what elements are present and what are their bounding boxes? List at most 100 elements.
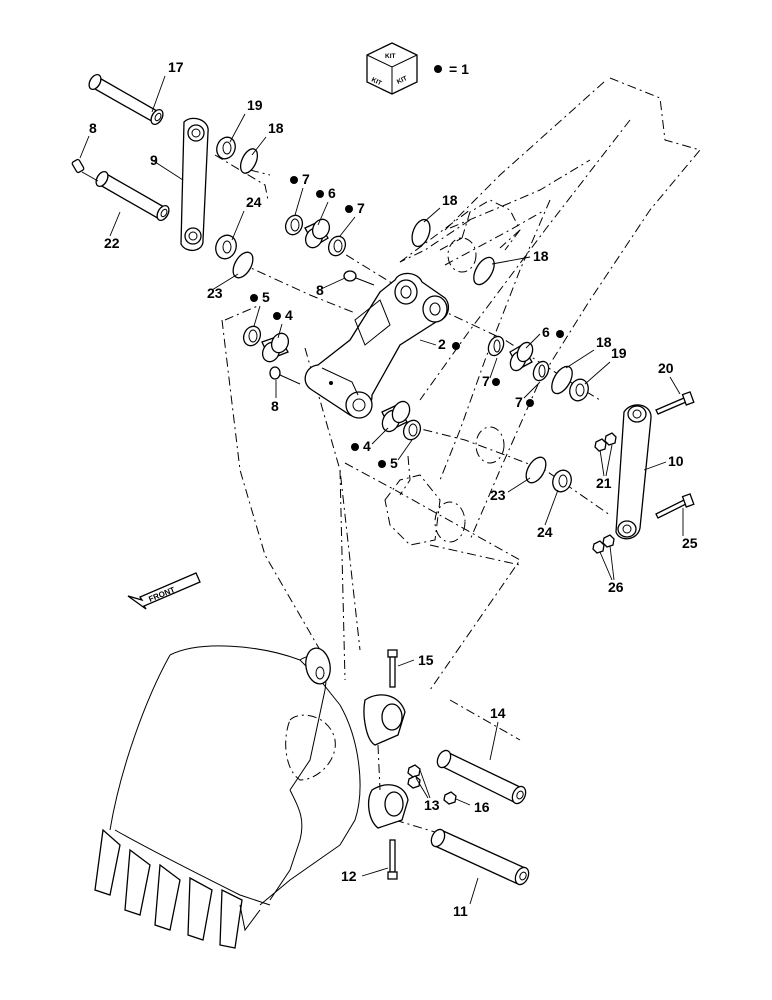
- part-number-label: 4: [285, 307, 293, 323]
- kit-dot-icon: [452, 342, 460, 350]
- leader-line: [229, 113, 246, 143]
- kit-box-text-right: KIT: [396, 75, 408, 86]
- leader-line: [507, 477, 531, 493]
- bushing-6-right: [509, 341, 534, 372]
- leader-line: [489, 721, 499, 761]
- part-number-label: 9: [150, 152, 158, 168]
- part-number-label: 19: [247, 97, 263, 113]
- part-number-label: 5: [390, 455, 398, 471]
- kit-dot-icon: [290, 176, 298, 184]
- shim-24-right: [552, 469, 572, 493]
- leader-line: [419, 769, 431, 799]
- oring-23-left: [232, 251, 254, 279]
- kit-dot-icon: [316, 190, 324, 198]
- part-number-label: 25: [682, 535, 698, 551]
- callout-p2: 2: [419, 336, 460, 352]
- part-number-label: 18: [596, 334, 612, 350]
- leader-line: [294, 187, 304, 216]
- leader-line: [151, 159, 184, 181]
- seal-7-upper-a: [284, 214, 304, 236]
- callout-p18a: 18: [251, 120, 284, 156]
- seal-7-upper-b: [327, 235, 347, 257]
- callout-p12: 12: [341, 867, 389, 884]
- arm-lower-boss: [384, 426, 505, 546]
- part-number-label: 4: [363, 438, 371, 454]
- oring-18-left: [239, 148, 259, 174]
- leader-line: [523, 381, 541, 399]
- seal-5-left: [242, 325, 262, 347]
- leader-line: [253, 305, 261, 327]
- leader-line: [415, 777, 429, 799]
- callout-p18c: 18: [491, 248, 549, 265]
- grease-fitting-8-upper: [343, 270, 375, 286]
- leader-line: [565, 349, 595, 369]
- callout-p7a: 7: [290, 171, 310, 216]
- leader-line: [544, 489, 559, 526]
- callout-p18b: 18: [423, 192, 458, 223]
- callout-p10: 10: [643, 453, 684, 471]
- leader-line: [599, 551, 613, 581]
- leader-line: [489, 357, 498, 379]
- leader-line: [525, 333, 541, 349]
- pin-17: [88, 73, 164, 126]
- leader-line: [211, 273, 239, 291]
- arm-outline: [399, 77, 701, 541]
- callout-p6b: 6: [525, 324, 564, 349]
- part-number-label: 20: [658, 360, 674, 376]
- part-number-label: 12: [341, 868, 357, 884]
- leader-line: [317, 201, 329, 226]
- leader-line: [455, 798, 471, 806]
- part-number-label: 23: [490, 487, 506, 503]
- callout-p4b: 4: [351, 427, 389, 454]
- part-number-label: 8: [316, 282, 324, 298]
- callout-p24b: 24: [537, 489, 559, 540]
- leader-line: [151, 75, 166, 113]
- nut-16: [443, 791, 457, 805]
- callout-p21: 21: [596, 444, 613, 491]
- callout-p5a: 5: [250, 289, 270, 327]
- callout-p19b: 19: [584, 345, 627, 385]
- callout-p24a: 24: [231, 194, 262, 241]
- part-number-label: 8: [89, 120, 97, 136]
- oring-18-right: [551, 365, 573, 395]
- kit-dot-icon: [434, 65, 442, 73]
- part-number-label: 18: [442, 192, 458, 208]
- oring-18-cyl-a: [411, 218, 431, 248]
- pin-14: [436, 749, 527, 805]
- shim-19-right: [569, 378, 589, 402]
- bucket: [94, 645, 409, 949]
- part-number-label: 8: [271, 398, 279, 414]
- leader-line: [339, 216, 356, 237]
- leader-line: [320, 277, 346, 290]
- leader-line: [79, 135, 90, 159]
- callout-p26: 26: [599, 545, 624, 595]
- part-number-label: 24: [537, 524, 553, 540]
- kit-dot-icon: [273, 312, 281, 320]
- part-number-label: 21: [596, 475, 612, 491]
- pin-11: [430, 828, 530, 886]
- callout-p15: 15: [397, 652, 434, 668]
- leader-line: [397, 659, 415, 667]
- callout-p20: 20: [658, 360, 681, 395]
- callout-p8c: 8: [271, 380, 279, 414]
- part-number-label: 5: [262, 289, 270, 305]
- seal-7-right-a: [487, 335, 505, 357]
- kit-dot-icon: [526, 399, 534, 407]
- callout-p7d: 7: [515, 381, 541, 410]
- part-number-label: 13: [424, 797, 440, 813]
- oring-23-right: [525, 456, 547, 484]
- part-number-label: 7: [302, 171, 310, 187]
- front-arrow-icon: FRONT: [127, 572, 201, 610]
- part-number-label: 2: [438, 336, 446, 352]
- bolt-12: [387, 839, 398, 880]
- link-10: [615, 404, 652, 540]
- kit-dot-icon: [556, 330, 564, 338]
- callout-p22: 22: [104, 211, 121, 251]
- bushing-4-lower: [381, 400, 411, 433]
- nuts-21: [594, 432, 617, 452]
- link-9: [180, 117, 209, 251]
- grease-fitting-8-lower: [269, 366, 301, 385]
- callout-p7c: 7: [482, 357, 500, 389]
